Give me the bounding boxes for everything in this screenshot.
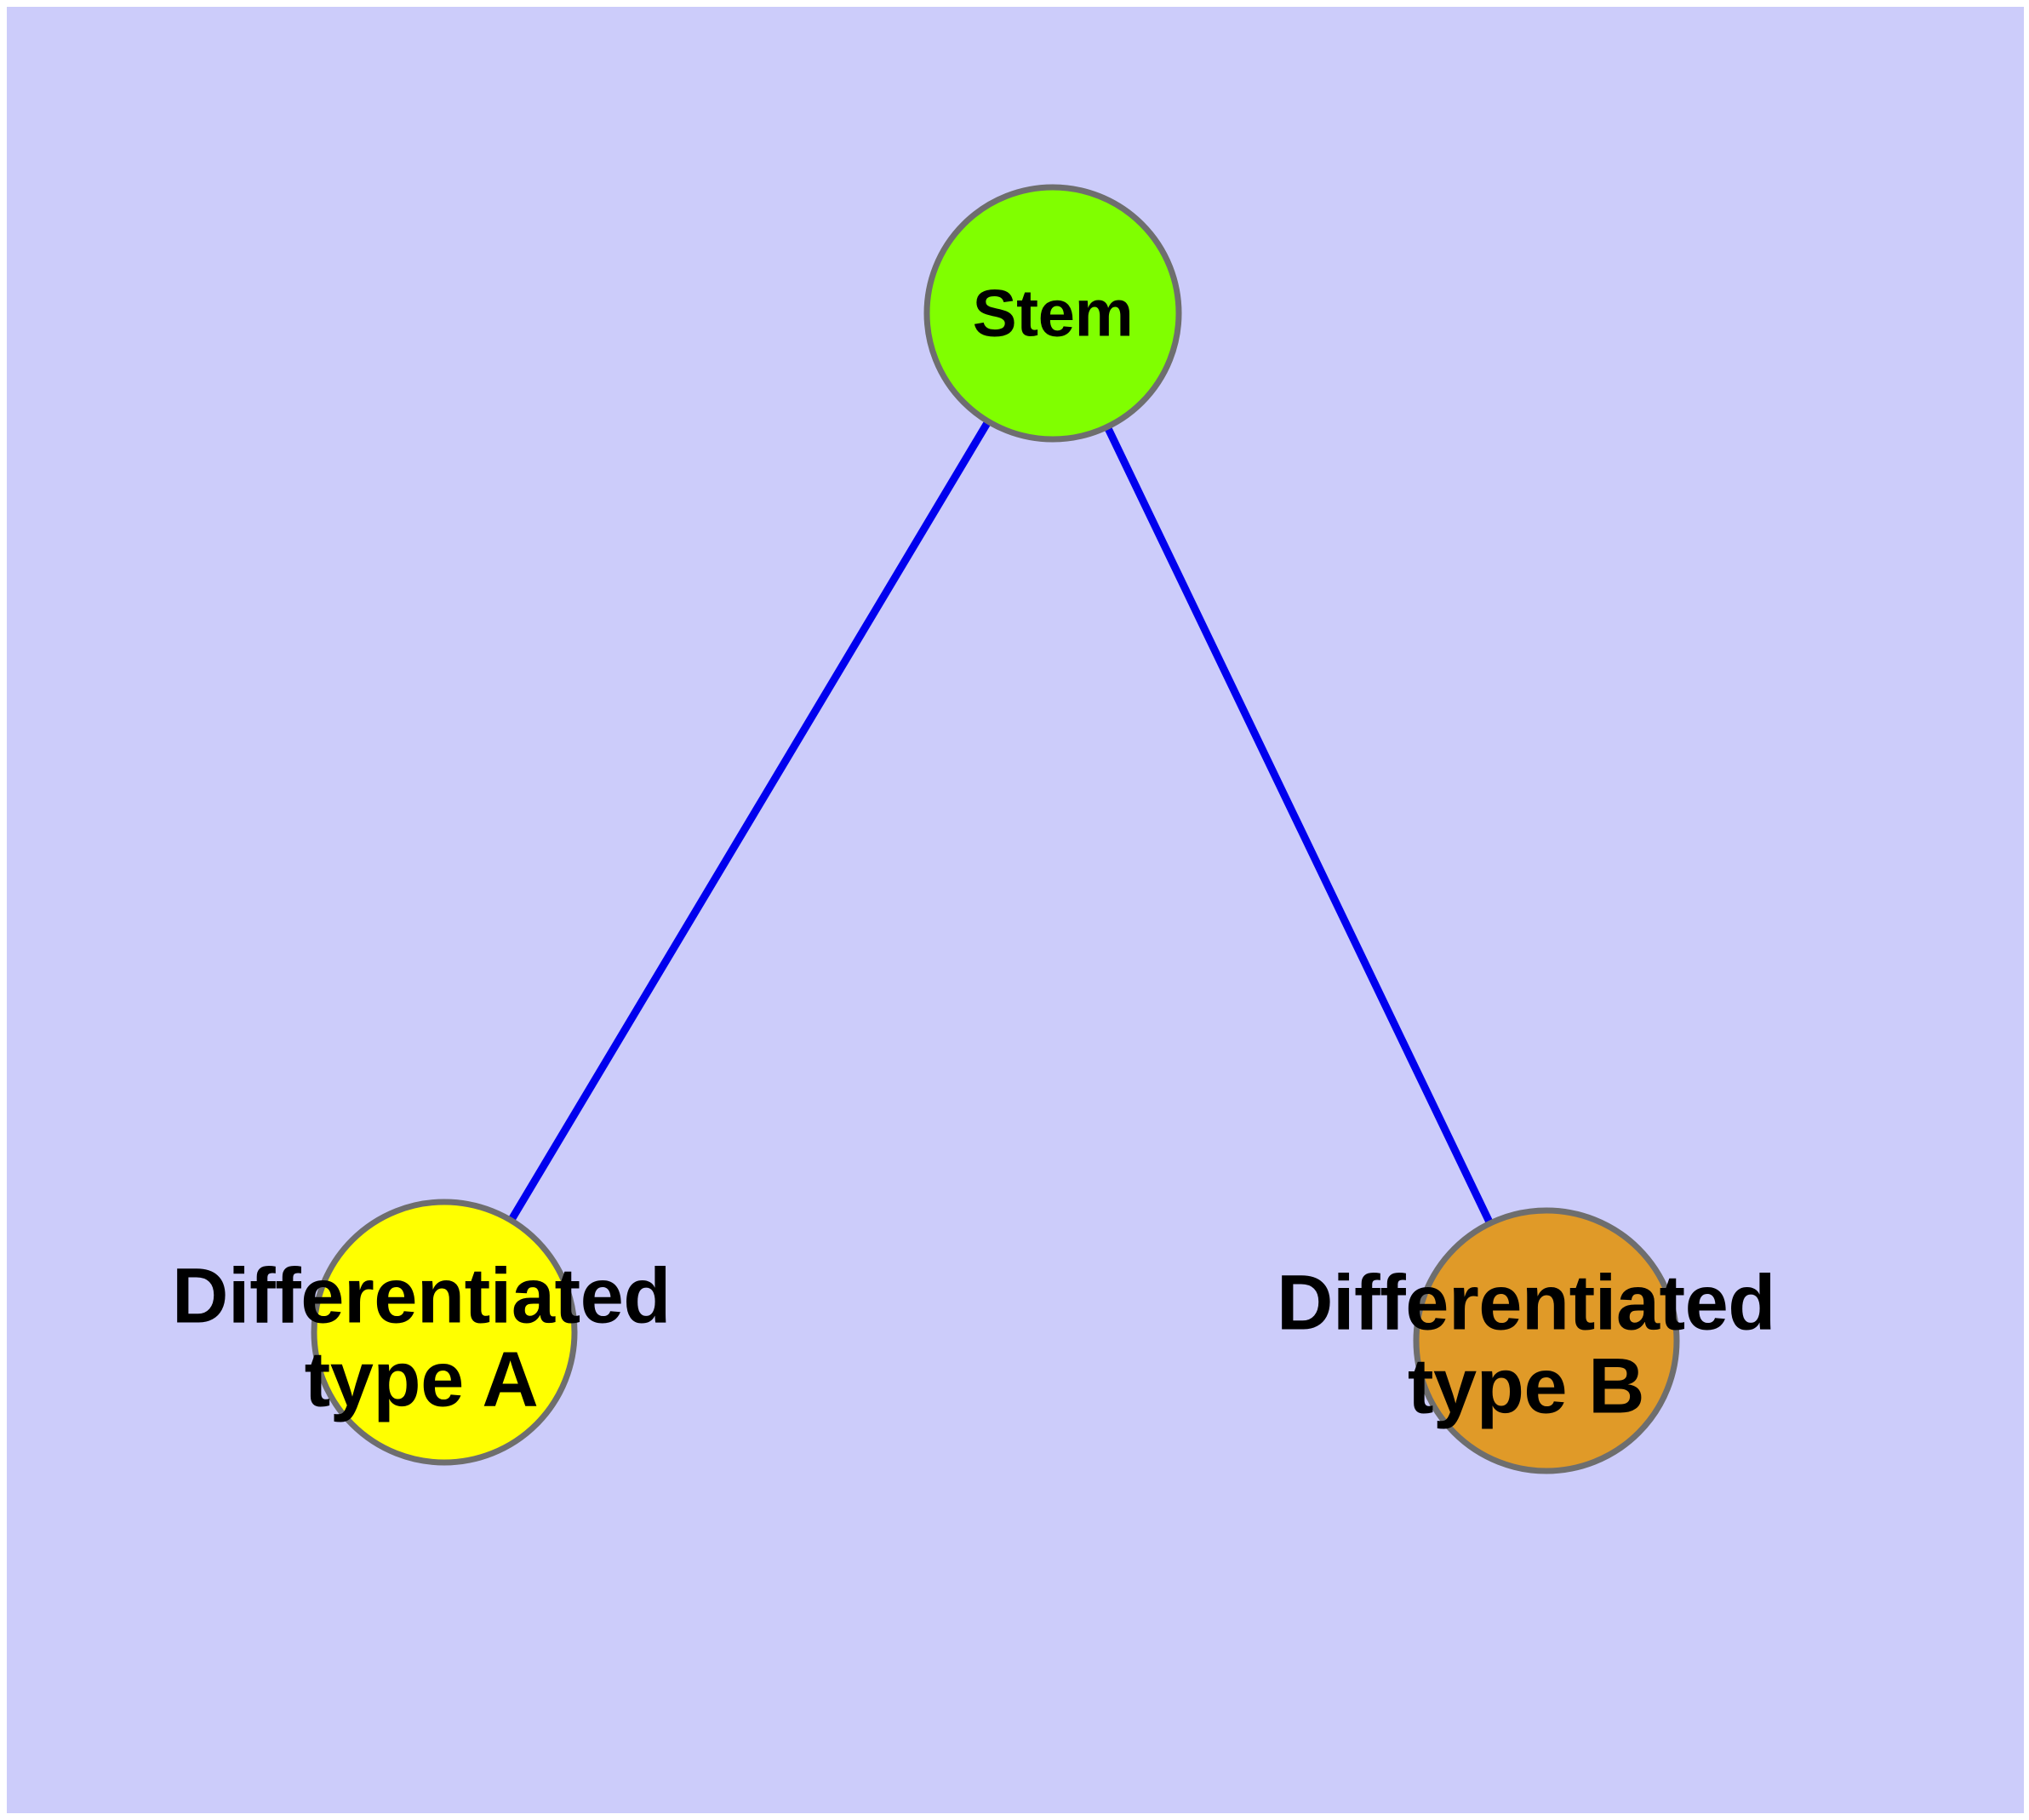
edge-stem-to-type-a[interactable]	[441, 311, 1056, 1335]
node-circle-differentiated-type-b[interactable]	[1413, 1207, 1680, 1474]
edge-layer	[441, 311, 1551, 1342]
node-circle-stem[interactable]	[923, 184, 1182, 443]
node-circle-differentiated-type-a[interactable]	[311, 1199, 578, 1466]
edge-stem-to-type-b[interactable]	[1049, 312, 1551, 1342]
node-layer	[311, 184, 1680, 1474]
